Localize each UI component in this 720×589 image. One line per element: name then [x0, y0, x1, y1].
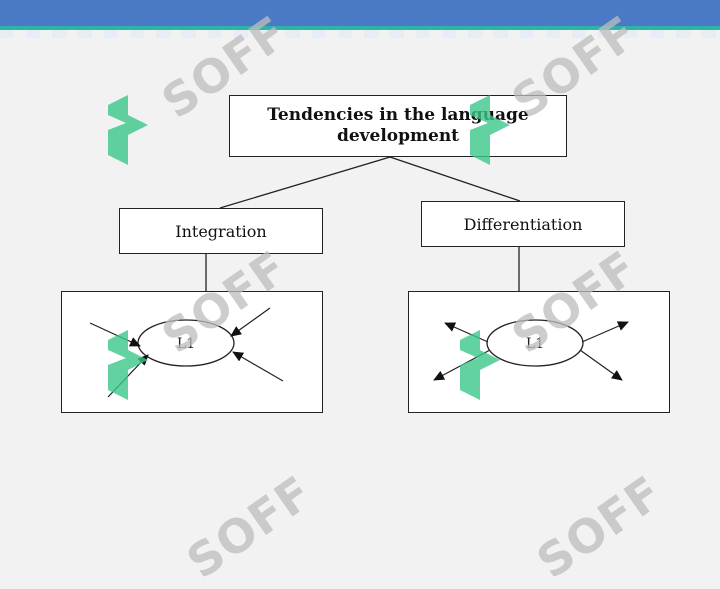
watermark-logo-icon	[460, 330, 500, 400]
differentiation-arrow-3	[581, 321, 629, 343]
watermark-logo-icon	[108, 330, 148, 400]
diagram-title: Tendencies in the language development	[267, 105, 529, 146]
differentiation-arrow-1	[444, 322, 489, 343]
watermark-logo-icon	[470, 95, 510, 165]
integration-arrow-3	[230, 307, 271, 337]
integration-box: Integration	[119, 208, 323, 254]
integration-arrow-1	[89, 322, 141, 347]
connector-title-to-differentiation	[389, 156, 521, 202]
header-dotted-band	[0, 30, 720, 38]
connector-title-to-integration	[219, 156, 391, 209]
diagram-connectors	[205, 156, 521, 291]
differentiation-panel	[408, 291, 670, 413]
differentiation-ellipse	[486, 319, 584, 367]
integration-node-label: L1	[177, 336, 195, 352]
differentiation-arrow-4	[579, 349, 623, 381]
differentiation-node-label: L1	[526, 336, 544, 352]
integration-panel	[61, 291, 323, 413]
watermark-logo-icon	[108, 95, 148, 165]
header-bar	[0, 0, 720, 26]
differentiation-label: Differentiation	[463, 214, 583, 234]
integration-label: Integration	[175, 221, 267, 241]
diagram-title-box: Tendencies in the language development	[229, 95, 567, 157]
differentiation-box: Differentiation	[421, 201, 625, 247]
header-stripe	[0, 26, 720, 30]
integration-arrow-4	[232, 351, 284, 382]
